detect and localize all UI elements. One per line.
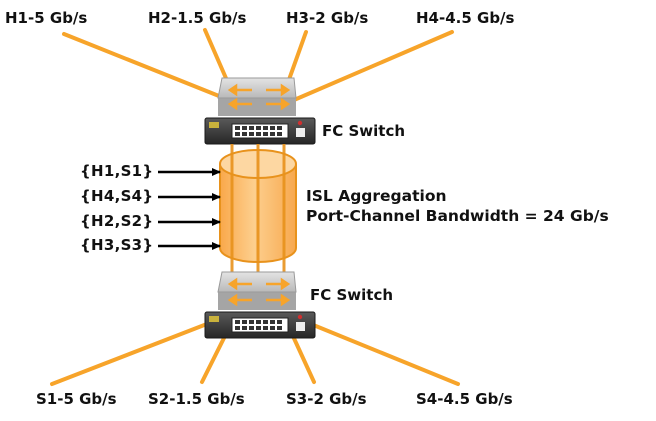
storage-label-s2: S2-1.5 Gb/s	[148, 390, 245, 408]
link-s2	[200, 332, 228, 384]
storage-label-s4: S4-4.5 Gb/s	[416, 390, 513, 408]
storage-links	[50, 320, 460, 386]
isl-bandwidth: Port-Channel Bandwidth = 24 Gb/s	[306, 207, 609, 225]
bottom-switch-chassis	[204, 311, 316, 339]
link-s1	[50, 320, 214, 386]
flow-label-h2-s2: {H2,S2}	[80, 212, 154, 230]
host-label-h2: H2-1.5 Gb/s	[148, 9, 247, 27]
bottom-switch-label: FC Switch	[310, 286, 394, 304]
storage-label-s3: S3-2 Gb/s	[286, 390, 367, 408]
bottom-router	[217, 271, 297, 310]
host-label-h4: H4-4.5 Gb/s	[416, 9, 515, 27]
flow-label-h3-s3: {H3,S3}	[80, 236, 154, 254]
host-label-h3: H3-2 Gb/s	[286, 9, 369, 27]
isl-cylinder	[219, 144, 297, 272]
flow-arrows	[158, 168, 221, 250]
link-s3	[290, 332, 316, 384]
flow-label-h4-s4: {H4,S4}	[80, 187, 154, 205]
isl-title: ISL Aggregation	[306, 187, 447, 205]
top-switch-label: FC Switch	[322, 122, 406, 140]
top-router	[217, 77, 297, 116]
link-h4	[292, 30, 454, 102]
host-links	[62, 28, 454, 102]
host-label-h1: H1-5 Gb/s	[5, 9, 88, 27]
storage-label-s1: S1-5 Gb/s	[36, 390, 117, 408]
link-h1	[62, 32, 226, 100]
link-s4	[304, 320, 460, 386]
top-switch-chassis	[204, 117, 316, 145]
router-arrows-icon	[227, 277, 291, 307]
flow-label-h1-s1: {H1,S1}	[80, 162, 154, 180]
router-arrows-icon	[227, 83, 291, 111]
